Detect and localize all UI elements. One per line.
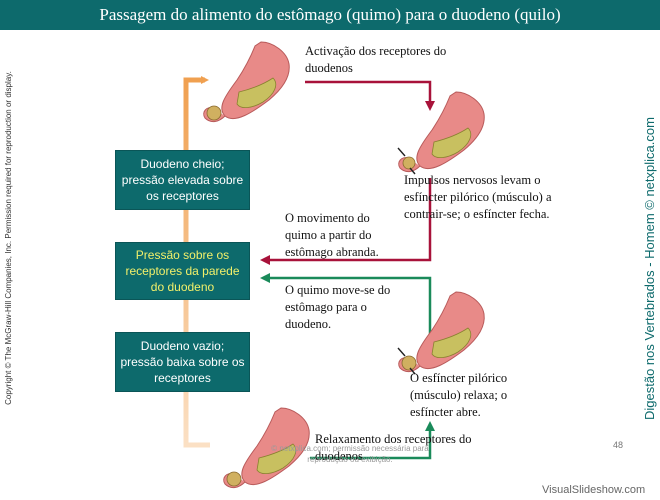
box-duodeno-vazio: Duodeno vazio; pressão baixa sobre os re… <box>115 332 250 392</box>
label-impulsos-nervosos: Impulsos nervosos levam o esfíncter piló… <box>404 173 552 221</box>
box-duodeno-cheio: Duodeno cheio; pressão elevada sobre os … <box>115 150 250 210</box>
ghost-permission-text: © netxplica.com; permissão necessária pa… <box>271 444 429 464</box>
label-relaxamento-receptores: Relaxamento dos receptores do duodenos <box>315 432 472 463</box>
label-movimento-abranda: O movimento do quimo a partir do estômag… <box>285 211 379 259</box>
green-arrow-from-relaxed <box>310 421 435 460</box>
visualslideshow-footer[interactable]: VisualSlideshow.com <box>542 484 646 496</box>
slide-title: Passagem do alimento do estômago (quimo)… <box>0 0 660 30</box>
red-arrow-to-pressure <box>260 178 432 265</box>
box-pressao-receptores: Pressão sobre os receptores da parede do… <box>115 242 250 300</box>
label-quimo-move-se: O quimo move-se do estômago para o duode… <box>285 283 391 331</box>
label-activacao-receptores: Activação dos receptores do duodenos <box>305 44 447 75</box>
red-arrow-to-contracted <box>305 80 435 111</box>
netxplica-watermark: Digestão nos Vertebrados - Homem © netxp… <box>642 117 657 420</box>
page-number: 48 <box>613 440 624 450</box>
green-arrow-to-pressure <box>260 273 432 340</box>
label-esfincter-relaxa: O esfíncter pilórico (músculo) relaxa; o… <box>410 371 508 419</box>
stomach-illustration-relaxed <box>397 291 485 375</box>
stomach-illustration-top <box>203 41 290 123</box>
copyright-notice: Copyright © The McGraw-Hill Companies, I… <box>4 71 13 405</box>
stomach-illustration-contracted <box>397 91 485 175</box>
stomach-illustration-bottom <box>223 407 310 489</box>
